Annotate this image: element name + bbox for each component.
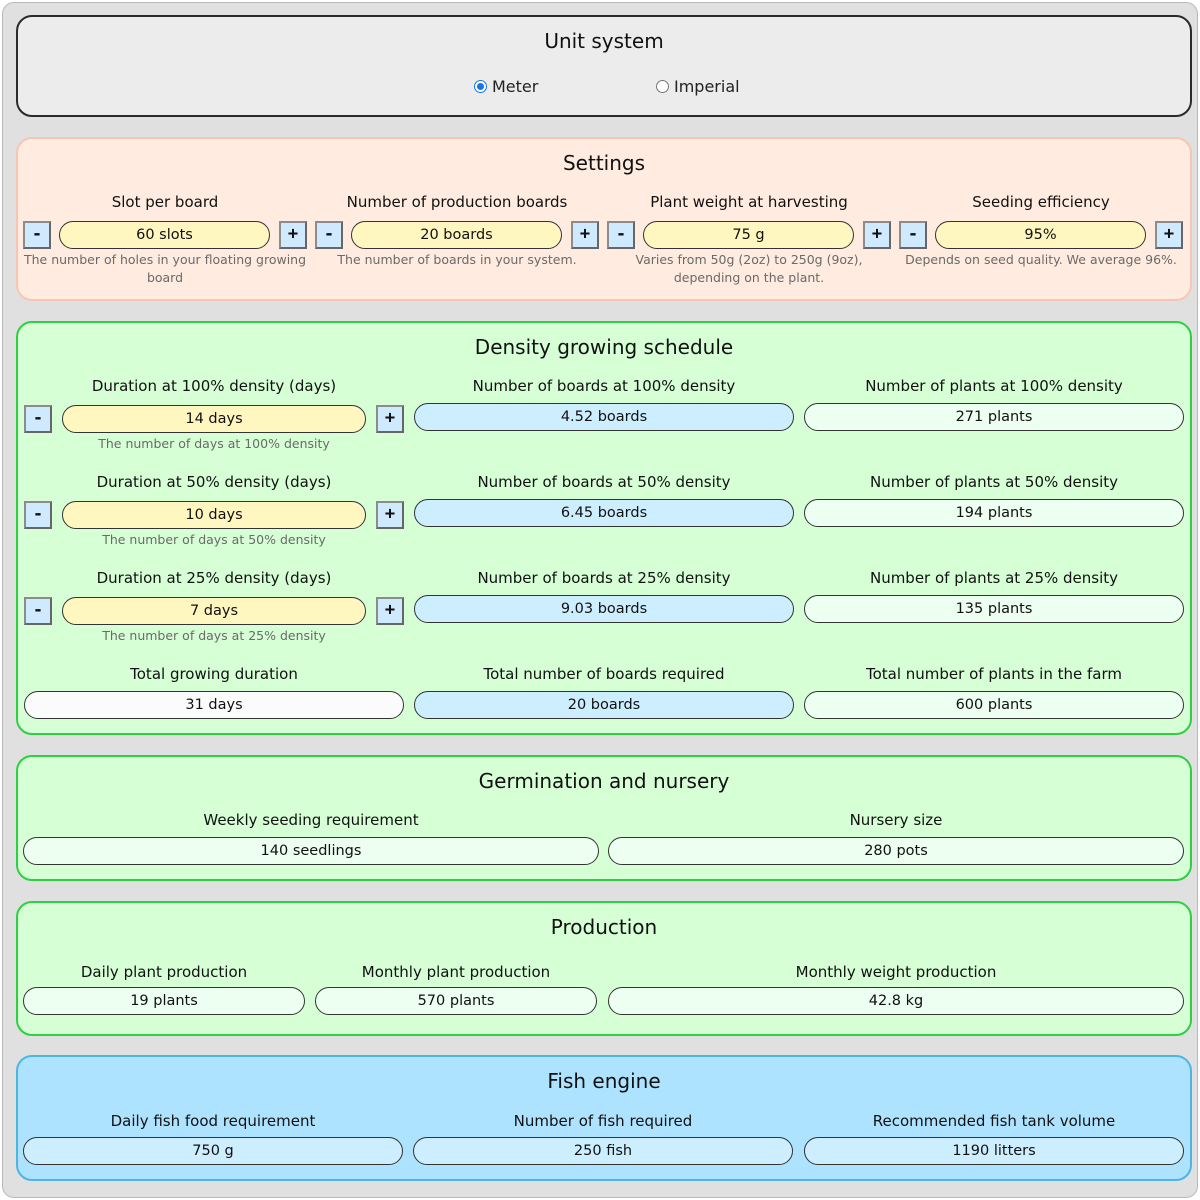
monthly-weight-label: Monthly weight production bbox=[795, 963, 997, 981]
total-plants-value: 600 plants bbox=[804, 691, 1184, 719]
fish-tank-value: 1190 litters bbox=[804, 1137, 1184, 1165]
daily-production-value: 19 plants bbox=[23, 987, 305, 1015]
production-boards-plus-button[interactable]: + bbox=[571, 221, 599, 249]
production-title: Production bbox=[550, 915, 658, 939]
duration-50-plus-button[interactable]: + bbox=[376, 501, 404, 529]
plant-weight-plus-button[interactable]: + bbox=[863, 221, 891, 249]
slot-per-board-plus-button[interactable]: + bbox=[279, 221, 307, 249]
daily-production-label: Daily plant production bbox=[80, 963, 248, 981]
germination-panel: Germination and nursery Weekly seeding r… bbox=[16, 755, 1192, 881]
slot-per-board-label: Slot per board bbox=[111, 193, 219, 211]
production-panel: Production Daily plant production 19 pla… bbox=[16, 901, 1192, 1036]
weekly-seeding-value: 140 seedlings bbox=[23, 837, 599, 865]
duration-100-minus-button[interactable]: - bbox=[24, 405, 52, 433]
radio-meter-icon[interactable] bbox=[474, 80, 487, 93]
settings-title: Settings bbox=[562, 151, 646, 175]
radio-imperial[interactable]: Imperial bbox=[656, 77, 740, 96]
plants-100-value: 271 plants bbox=[804, 403, 1184, 431]
nursery-size-value: 280 pots bbox=[608, 837, 1184, 865]
seeding-efficiency-minus-button[interactable]: - bbox=[899, 221, 927, 249]
production-boards-minus-button[interactable]: - bbox=[315, 221, 343, 249]
radio-imperial-label: Imperial bbox=[674, 77, 740, 96]
plants-25-value: 135 plants bbox=[804, 595, 1184, 623]
plant-weight-label: Plant weight at harvesting bbox=[650, 193, 848, 211]
radio-imperial-icon[interactable] bbox=[656, 80, 669, 93]
duration-25-input[interactable]: 7 days bbox=[62, 597, 366, 625]
total-duration-label: Total growing duration bbox=[130, 665, 298, 683]
duration-50-input[interactable]: 10 days bbox=[62, 501, 366, 529]
plant-weight-hint: Varies from 50g (2oz) to 250g (9oz), dep… bbox=[635, 252, 863, 285]
seeding-efficiency-hint: Depends on seed quality. We average 96%. bbox=[905, 252, 1177, 267]
radio-meter[interactable]: Meter bbox=[474, 77, 538, 96]
duration-50-label: Duration at 50% density (days) bbox=[96, 473, 332, 491]
fish-count-label: Number of fish required bbox=[513, 1112, 693, 1130]
germination-title: Germination and nursery bbox=[478, 769, 730, 793]
settings-panel: Settings Slot per board - 60 slots + The… bbox=[16, 137, 1192, 301]
duration-100-input[interactable]: 14 days bbox=[62, 405, 366, 433]
fish-tank-label: Recommended fish tank volume bbox=[872, 1112, 1116, 1130]
boards-25-value: 9.03 boards bbox=[414, 595, 794, 623]
monthly-weight-value: 42.8 kg bbox=[608, 987, 1184, 1015]
duration-100-plus-button[interactable]: + bbox=[376, 405, 404, 433]
plants-50-label: Number of plants at 50% density bbox=[869, 473, 1119, 491]
boards-100-value: 4.52 boards bbox=[414, 403, 794, 431]
boards-100-label: Number of boards at 100% density bbox=[472, 377, 736, 395]
production-boards-input[interactable]: 20 boards bbox=[351, 221, 562, 249]
plants-25-label: Number of plants at 25% density bbox=[869, 569, 1119, 587]
seeding-efficiency-plus-button[interactable]: + bbox=[1155, 221, 1183, 249]
duration-50-hint: The number of days at 50% density bbox=[102, 532, 326, 547]
duration-25-minus-button[interactable]: - bbox=[24, 597, 52, 625]
total-duration-value: 31 days bbox=[24, 691, 404, 719]
seeding-efficiency-label: Seeding efficiency bbox=[972, 193, 1110, 211]
total-boards-label: Total number of boards required bbox=[483, 665, 725, 683]
slot-per-board-input[interactable]: 60 slots bbox=[59, 221, 270, 249]
duration-100-label: Duration at 100% density (days) bbox=[91, 377, 337, 395]
fish-engine-title: Fish engine bbox=[547, 1069, 661, 1093]
slot-per-board-hint: The number of holes in your floating gro… bbox=[23, 252, 307, 285]
production-boards-label: Number of production boards bbox=[346, 193, 568, 211]
fish-food-value: 750 g bbox=[23, 1137, 403, 1165]
boards-25-label: Number of boards at 25% density bbox=[477, 569, 731, 587]
production-boards-hint: The number of boards in your system. bbox=[337, 252, 577, 267]
total-boards-value: 20 boards bbox=[414, 691, 794, 719]
total-plants-label: Total number of plants in the farm bbox=[865, 665, 1122, 683]
density-schedule-title: Density growing schedule bbox=[474, 335, 734, 359]
fish-food-label: Daily fish food requirement bbox=[110, 1112, 316, 1130]
monthly-production-value: 570 plants bbox=[315, 987, 597, 1015]
radio-meter-label: Meter bbox=[492, 77, 539, 96]
seeding-efficiency-input[interactable]: 95% bbox=[935, 221, 1146, 249]
boards-50-value: 6.45 boards bbox=[414, 499, 794, 527]
duration-100-hint: The number of days at 100% density bbox=[98, 436, 330, 451]
duration-25-hint: The number of days at 25% density bbox=[102, 628, 326, 643]
plant-weight-input[interactable]: 75 g bbox=[643, 221, 854, 249]
monthly-production-label: Monthly plant production bbox=[361, 963, 551, 981]
unit-system-panel: Unit system Meter Imperial bbox=[16, 15, 1192, 117]
plant-weight-minus-button[interactable]: - bbox=[607, 221, 635, 249]
slot-per-board-minus-button[interactable]: - bbox=[23, 221, 51, 249]
weekly-seeding-label: Weekly seeding requirement bbox=[203, 811, 419, 829]
fish-engine-panel: Fish engine Daily fish food requirement … bbox=[16, 1055, 1192, 1181]
duration-50-minus-button[interactable]: - bbox=[24, 501, 52, 529]
fish-count-value: 250 fish bbox=[413, 1137, 793, 1165]
plants-100-label: Number of plants at 100% density bbox=[865, 377, 1123, 395]
unit-system-title: Unit system bbox=[544, 29, 664, 53]
boards-50-label: Number of boards at 50% density bbox=[477, 473, 731, 491]
plants-50-value: 194 plants bbox=[804, 499, 1184, 527]
density-schedule-panel: Density growing schedule Duration at 100… bbox=[16, 321, 1192, 735]
duration-25-label: Duration at 25% density (days) bbox=[96, 569, 332, 587]
duration-25-plus-button[interactable]: + bbox=[376, 597, 404, 625]
nursery-size-label: Nursery size bbox=[849, 811, 943, 829]
